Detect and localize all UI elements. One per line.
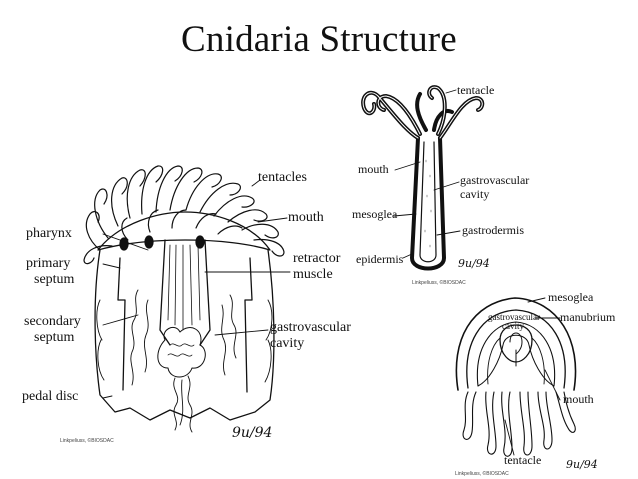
anemone-primary-septum (117, 257, 253, 393)
anemone-leader-lines (102, 179, 291, 399)
anemone-siphonoglyph (119, 237, 129, 251)
anemone-column-ridges (96, 299, 273, 383)
anemone-signature: 9u/94 (232, 425, 273, 441)
label-retractor: retractor (293, 251, 341, 266)
label-hydra-gastro-2: cavity (460, 187, 490, 201)
medusa-gastrovascular-cavity (476, 321, 556, 387)
anemone-tentacles (83, 165, 285, 265)
medusa-leader-lines (504, 297, 561, 456)
label-medusa-manubrium: manubrium (560, 310, 616, 324)
anemone-secondary-septum (130, 289, 237, 386)
hydra-illustration (361, 85, 485, 271)
sea-anemone-illustration (83, 165, 291, 433)
anemone-oral-disc (97, 211, 271, 251)
label-primary-septum-2: septum (34, 272, 75, 287)
anemone-pharynx (159, 239, 211, 346)
label-hydra-mouth: mouth (358, 162, 389, 176)
label-hydra-tentacle: tentacle (457, 83, 495, 97)
label-medusa-mouth: mouth (563, 392, 594, 406)
label-medusa-mesoglea: mesoglea (548, 290, 594, 304)
slide-title: Cnidaria Structure (181, 19, 457, 60)
medusa-illustration (455, 297, 577, 457)
label-anemone-gastro-2: cavity (270, 336, 305, 351)
hydra-gastrodermis (419, 141, 437, 263)
medusa-credit: Linkpeliuss, ©BIOSDAC (455, 471, 509, 477)
label-hydra-epidermis: epidermis (356, 252, 404, 266)
medusa-manubrium (499, 324, 533, 363)
medusa-bell-mesoglea (466, 309, 566, 389)
hydra-credit: Linkpeliuss, ©BIOSDAC (412, 280, 466, 286)
label-primary-septum-1: primary (26, 256, 71, 271)
anemone-acontia (173, 375, 193, 433)
label-pedal-disc: pedal disc (22, 389, 79, 404)
anemone-body-outline (94, 249, 275, 421)
label-muscle: muscle (293, 267, 333, 282)
label-medusa-gastro-2: cavity (502, 321, 524, 331)
label-medusa-gastro-1: gastrovascular (488, 312, 540, 322)
medusa-bell-outer (455, 297, 577, 391)
hydra-epidermis (410, 136, 446, 271)
anemone-credit: Linkpeliuss, ©BIOSDAC (60, 438, 114, 444)
label-medusa-tentacle: tentacle (504, 453, 542, 467)
hydra-leader-lines (393, 89, 461, 259)
label-secondary-septum-1: secondary (24, 314, 81, 329)
label-hydra-gastrodermis: gastrodermis (462, 223, 524, 237)
label-anemone-gastro-1: gastrovascular (270, 320, 351, 335)
label-hydra-mesoglea: mesoglea (352, 207, 398, 221)
medusa-signature: 9u/94 (566, 458, 598, 471)
hydra-signature: 9u/94 (458, 257, 490, 270)
medusa-tentacles (462, 391, 576, 457)
anemone-gonad-mass (157, 327, 206, 378)
label-anemone-mouth: mouth (288, 210, 324, 225)
label-secondary-septum-2: septum (34, 330, 75, 345)
label-pharynx: pharynx (26, 226, 72, 241)
label-hydra-gastro-1: gastrovascular (460, 173, 530, 187)
label-tentacles: tentacles (258, 170, 307, 185)
